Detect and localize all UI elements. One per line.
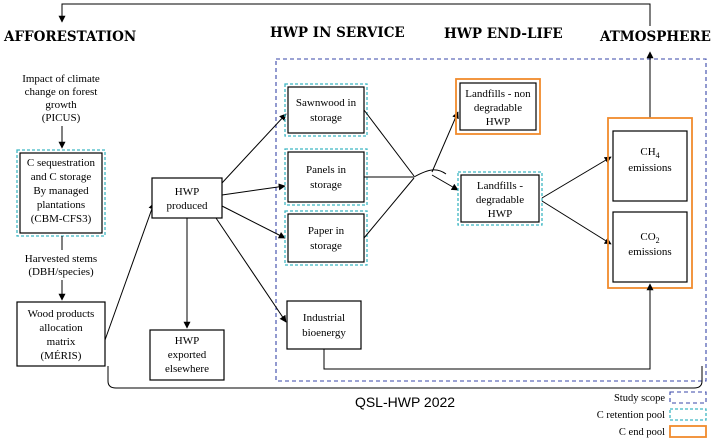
co2-box (612, 211, 688, 283)
landfill-degradable-box (460, 174, 540, 223)
header-hwp-end-life: HWP END-LIFE (444, 26, 563, 42)
svg-text:degradable: degradable (476, 194, 524, 206)
hwp-exported-box (149, 329, 225, 381)
bioenergy-text: Industrial bioenergy (302, 312, 346, 339)
panels-text: Panels in storage (306, 164, 347, 191)
header-afforestation: AFFORESTATION (3, 29, 136, 45)
header-atmosphere: ATMOSPHERE (599, 29, 711, 45)
svg-text:bioenergy: bioenergy (302, 327, 346, 339)
svg-text:plantations: plantations (37, 199, 85, 211)
svg-text:HWP: HWP (175, 335, 199, 347)
allocation-text: Wood products allocation matrix (MÉRIS) (28, 308, 95, 362)
svg-text:storage: storage (310, 179, 342, 191)
landfill-degradable-text: Landfills - degradable HWP (476, 180, 524, 220)
svg-text:Industrial: Industrial (303, 312, 345, 324)
svg-text:storage: storage (310, 240, 342, 252)
legend-swatch-end-pool (669, 425, 707, 438)
svg-text:Landfills - non: Landfills - non (465, 88, 531, 100)
svg-text:storage: storage (310, 112, 342, 124)
svg-text:exported: exported (168, 349, 207, 361)
svg-text:HWP: HWP (175, 186, 199, 198)
scope-brace (107, 366, 703, 389)
legend-swatch-retention (669, 408, 707, 421)
svg-text:By managed: By managed (33, 185, 89, 197)
legend: Study scope C retention pool C end pool (597, 391, 707, 438)
svg-text:Wood products: Wood products (28, 308, 95, 320)
bioenergy-to-co2-arrow (323, 283, 654, 370)
allocation-box (16, 301, 106, 367)
study-scope-region (275, 58, 707, 382)
svg-text:(CBM-CFS3): (CBM-CFS3) (31, 213, 92, 225)
header-hwp-in-service: HWP IN SERVICE (270, 25, 405, 41)
svg-text:elsewhere: elsewhere (165, 363, 209, 375)
sawnwood-box (287, 86, 365, 134)
sequestration-box (19, 152, 103, 234)
svg-text:growth: growth (45, 99, 77, 111)
hwp-produced-text: HWP produced (167, 186, 208, 212)
svg-text:Impact of climate: Impact of climate (22, 73, 100, 85)
co2-label: CO2 (640, 231, 659, 245)
sequestration-text: C sequestration and C storage By managed… (27, 157, 96, 225)
legend-swatch-study-scope (669, 391, 707, 404)
svg-text:allocation: allocation (39, 322, 83, 334)
hwp-produced-box (151, 177, 223, 219)
svg-text:HWP: HWP (486, 116, 510, 128)
feedback-arrow (58, 3, 651, 26)
svg-text:Harvested stems: Harvested stems (25, 253, 97, 265)
svg-text:C sequestration: C sequestration (27, 157, 96, 169)
svg-text:(PICUS): (PICUS) (42, 112, 81, 124)
climate-impact-label: Impact of climate change on forest growt… (22, 73, 100, 124)
ch4-emissions: emissions (628, 162, 671, 174)
landfill-non-degradable-box (459, 82, 537, 131)
svg-text:Landfills -: Landfills - (477, 180, 523, 192)
svg-text:produced: produced (167, 200, 208, 212)
svg-text:matrix: matrix (47, 336, 76, 348)
harvested-stems-label: Harvested stems (DBH/species) (25, 253, 97, 278)
ch4-box (612, 130, 688, 202)
legend-end-pool: C end pool (619, 427, 665, 438)
svg-text:Sawnwood in: Sawnwood in (296, 97, 357, 109)
svg-text:change on forest: change on forest (25, 86, 98, 98)
hwp-exported-text: HWP exported elsewhere (165, 335, 209, 375)
scope-title: QSL-HWP 2022 (355, 394, 455, 410)
paper-text: Paper in storage (308, 225, 345, 252)
svg-text:HWP: HWP (488, 208, 512, 220)
sawnwood-text: Sawnwood in storage (296, 97, 357, 124)
svg-text:Paper in: Paper in (308, 225, 345, 237)
bioenergy-box (286, 300, 362, 350)
svg-text:(DBH/species): (DBH/species) (28, 266, 94, 278)
panels-box (287, 151, 365, 203)
landfill-non-degradable-text: Landfills - non degradable HWP (465, 88, 531, 128)
svg-text:Panels in: Panels in (306, 164, 347, 176)
legend-study-scope: Study scope (614, 393, 665, 404)
co2-emissions: emissions (628, 246, 671, 258)
svg-text:degradable: degradable (474, 102, 522, 114)
svg-text:(MÉRIS): (MÉRIS) (41, 350, 82, 362)
paper-box (287, 213, 365, 263)
ch4-label: CH4 (640, 146, 659, 160)
legend-retention: C retention pool (597, 410, 665, 421)
svg-text:and C storage: and C storage (31, 171, 92, 183)
